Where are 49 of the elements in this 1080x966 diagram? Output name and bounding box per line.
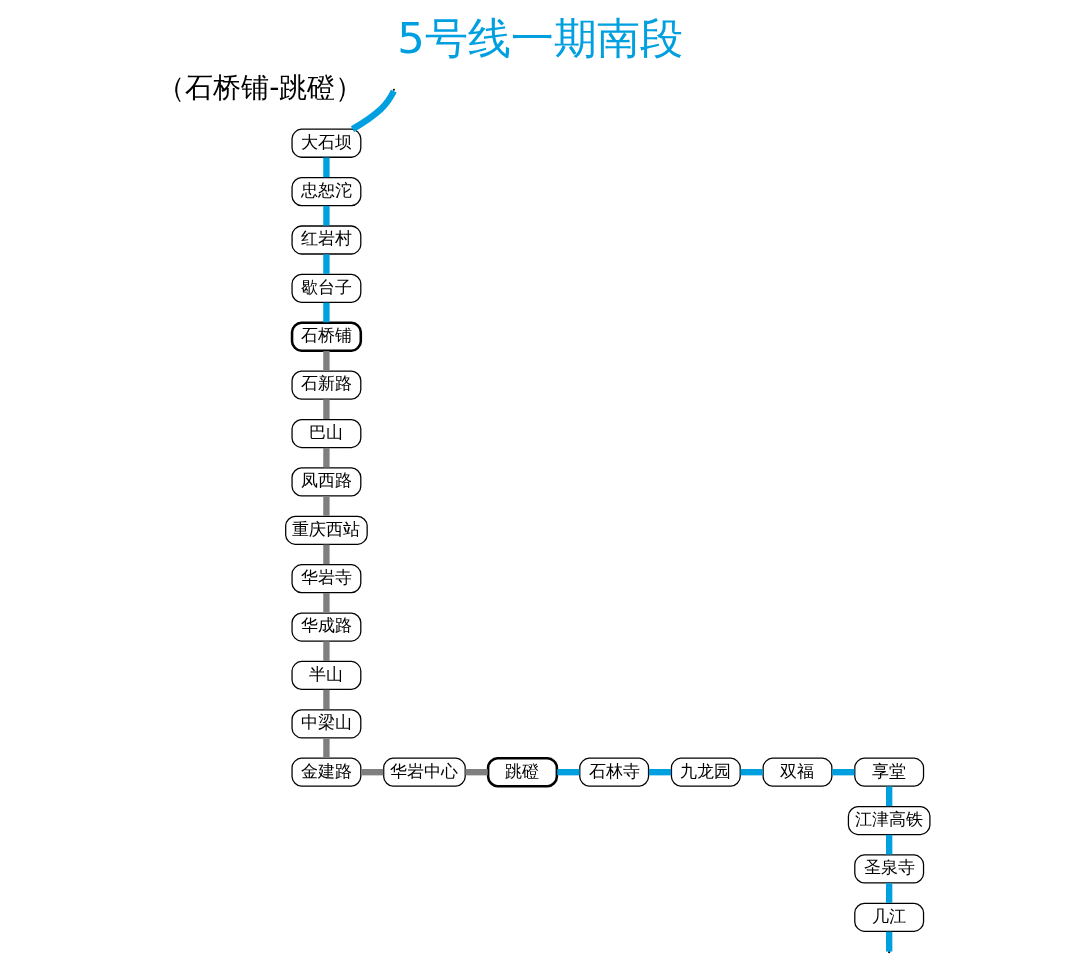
connector: [323, 738, 330, 758]
node-box: 红岩村: [291, 225, 362, 255]
connector: [832, 769, 855, 776]
connector: [350, 89, 397, 132]
node-box: 华岩中心: [383, 757, 466, 787]
node-box: 巴山: [291, 418, 362, 449]
connector: [323, 351, 330, 371]
node-box: 华岩寺: [291, 564, 362, 594]
node-box: 石林寺: [579, 757, 650, 787]
connector: [360, 769, 384, 776]
node-box: 半山: [291, 660, 362, 691]
connector: [323, 641, 330, 661]
node-box: 石新路: [291, 370, 362, 400]
node-box: 几江: [854, 902, 925, 932]
connector: [323, 496, 330, 516]
node-box: 江津高铁: [847, 805, 931, 836]
node-box: 凤西路: [291, 467, 362, 497]
node-box: 圣泉寺: [854, 854, 925, 884]
connector: [886, 786, 893, 807]
node-box: 中梁山: [291, 709, 362, 739]
connector: [323, 254, 330, 274]
node-box: 双福: [762, 757, 833, 787]
connector: [323, 592, 330, 613]
node-box: 九龙园: [670, 757, 741, 787]
node-box: 华成路: [291, 612, 362, 642]
connector: [323, 689, 330, 710]
connector: [740, 769, 763, 776]
node-box: 跳磴: [486, 756, 559, 788]
connector: [648, 769, 672, 776]
node-box: 享堂: [854, 757, 925, 787]
node-box: 大石坝: [291, 128, 362, 158]
diagram-title: 5号线一期南段: [397, 13, 683, 64]
connector: [323, 399, 330, 420]
label: （石桥铺-跳磴）: [157, 70, 364, 104]
connector: [886, 883, 893, 903]
node-box: 金建路: [291, 757, 362, 787]
connector: [323, 205, 330, 226]
node-box: 石桥铺: [290, 321, 363, 353]
connector: [323, 157, 330, 178]
node-box: 忠恕沱: [291, 177, 362, 207]
node-box: 歇台子: [291, 273, 362, 304]
connector: [323, 302, 330, 323]
connector: [557, 769, 580, 776]
connector: [886, 834, 893, 855]
connector: [886, 931, 893, 952]
connector: [323, 447, 330, 468]
connector: [323, 544, 330, 565]
node-box: 重庆西站: [285, 515, 368, 545]
connector: [465, 769, 488, 776]
